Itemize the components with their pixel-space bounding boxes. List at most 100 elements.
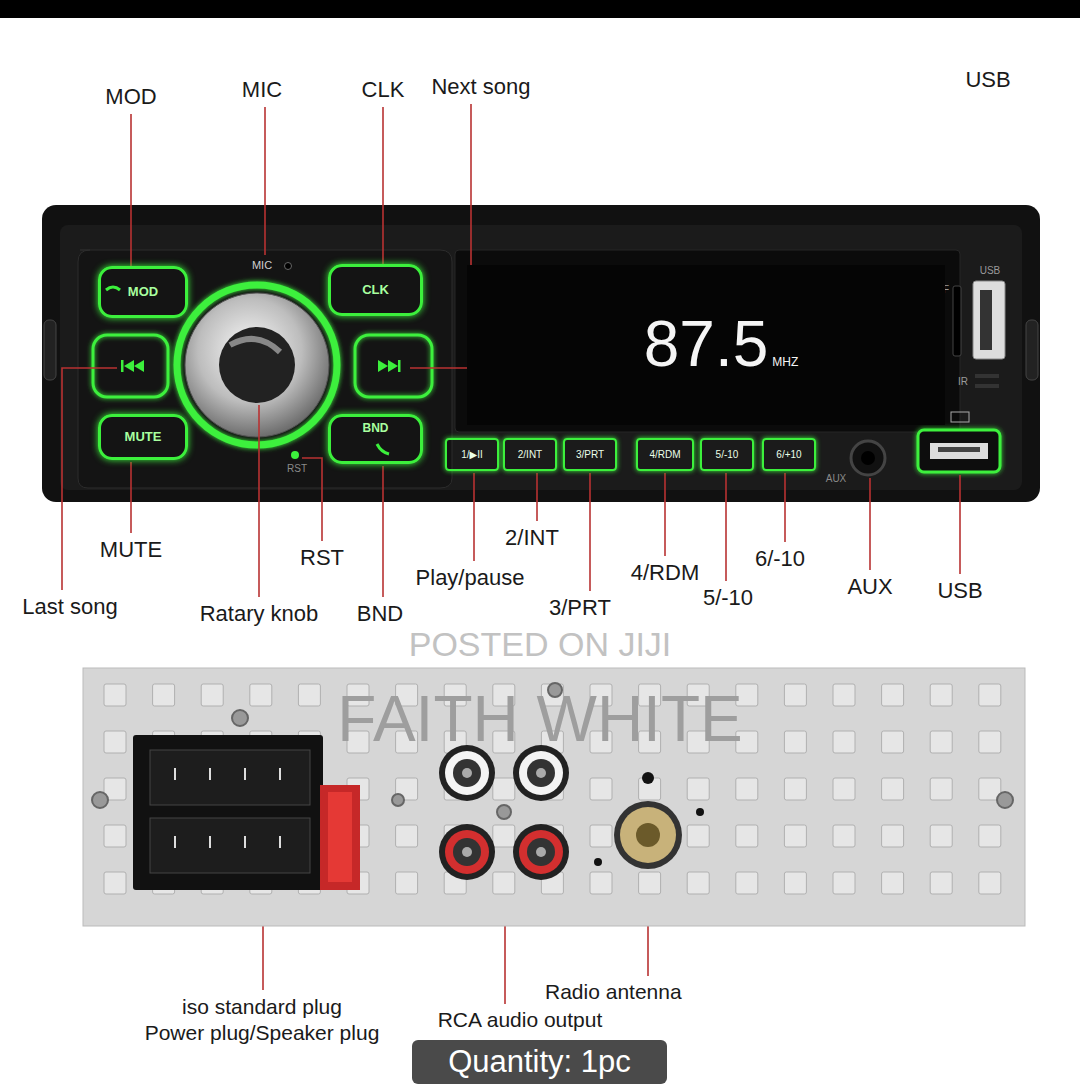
- leader-lines-part: [382, 466, 384, 597]
- vent-grid-part: [784, 825, 806, 847]
- vent-grid-part: [590, 872, 612, 894]
- rca-jacks-part: [453, 759, 481, 787]
- leader-lines-part: [959, 475, 961, 574]
- iso-connector-part: [328, 792, 352, 882]
- front-unit: [42, 205, 1040, 502]
- preset-button: 4/RDM: [636, 438, 694, 471]
- callout-label: Power plug/Speaker plug: [145, 1021, 380, 1045]
- vent-grid-part: [784, 731, 806, 753]
- button-text: 1/▶II: [461, 449, 483, 460]
- usb-charge-inner: [930, 443, 988, 459]
- callout-label: 2/INT: [505, 525, 559, 550]
- prev-button: [93, 335, 168, 397]
- callout-label: iso standard plug: [182, 995, 342, 1019]
- watermark: POSTED ON JIJI: [409, 625, 672, 664]
- button-text: 3/PRT: [576, 449, 604, 460]
- callout-label: USB: [937, 578, 982, 603]
- leader-lines-part: [410, 104, 471, 368]
- vent-grid-part: [687, 825, 709, 847]
- button-text: MUTE: [125, 430, 162, 444]
- vent-grid-part: [153, 684, 175, 706]
- vent-grid-part: [736, 825, 758, 847]
- prev-icon-part: [134, 360, 144, 372]
- vent-grid-part: [590, 778, 612, 800]
- vent-grid-part: [833, 778, 855, 800]
- frequency-display: 87.5MHZ: [467, 265, 945, 425]
- leader-lines-part: [589, 473, 591, 591]
- prev-icon: [121, 360, 144, 372]
- antenna-socket-part: [614, 801, 682, 869]
- reset-dot: [291, 451, 299, 459]
- callout-label: BND: [357, 601, 403, 626]
- vent-grid-part: [784, 778, 806, 800]
- rca-jacks-part: [462, 768, 472, 778]
- control-panel: [78, 250, 452, 488]
- prev-icon-part: [124, 360, 134, 372]
- callout-label: RCA audio output: [438, 1008, 603, 1032]
- next-icon-part: [378, 360, 388, 372]
- vent-grid-part: [930, 825, 952, 847]
- leader-lines-part: [130, 114, 132, 268]
- iso-connector-part: [150, 818, 310, 873]
- callout-label: 6/-10: [755, 546, 805, 571]
- vent-grid-part: [396, 825, 418, 847]
- leader-lines-part: [784, 473, 786, 542]
- mic-hole: [285, 263, 292, 270]
- panel-marking: USB: [980, 265, 1001, 277]
- vent-grid-part: [201, 684, 223, 706]
- callout-label: Next song: [431, 74, 530, 99]
- antenna-socket-part: [620, 807, 676, 863]
- vent-grid-part: [493, 825, 515, 847]
- tf-slot: [953, 286, 961, 356]
- antenna-socket: [594, 772, 704, 869]
- preset-button: 3/PRT: [563, 438, 617, 471]
- knob-center: [219, 327, 295, 403]
- rca-jacks-part: [527, 759, 555, 787]
- vent-grid-part: [784, 872, 806, 894]
- button-text: BND: [363, 422, 389, 435]
- rca-jacks-part: [527, 838, 555, 866]
- vent-grid-part: [250, 684, 272, 706]
- leader-lines-part: [869, 478, 871, 570]
- screws-part: [997, 792, 1013, 808]
- leader-lines-part: [130, 462, 132, 533]
- mute-button: MUTE: [98, 414, 188, 460]
- leader-lines-part: [536, 473, 538, 521]
- back-panel: [83, 668, 1025, 926]
- preset-button: 6/+10: [762, 438, 816, 471]
- callout-label: Ratary knob: [200, 601, 319, 626]
- callout-label: MUTE: [100, 537, 162, 562]
- phone-icon: [106, 287, 120, 290]
- vent-grid-part: [882, 778, 904, 800]
- screws-part: [232, 710, 248, 726]
- antenna-socket-part: [642, 772, 654, 784]
- ir-window: [975, 384, 999, 388]
- vent-grid-part: [882, 872, 904, 894]
- panel-marking: IR: [958, 376, 968, 388]
- vent-grid-part: [833, 684, 855, 706]
- rca-jacks-part: [519, 751, 563, 795]
- button-text: 4/RDM: [649, 449, 680, 460]
- vent-grid-part: [882, 825, 904, 847]
- rca-jacks-part: [462, 847, 472, 857]
- callout-label: MOD: [105, 84, 156, 109]
- screws-part: [392, 794, 404, 806]
- usb-charge-port: [918, 430, 1000, 472]
- iso-connector-part-part: [175, 768, 280, 780]
- vent-grid-part: [298, 684, 320, 706]
- vent-grid-part: [833, 731, 855, 753]
- rca-jacks-part: [439, 824, 495, 880]
- clock-button: CLK: [328, 264, 423, 316]
- watermark: FAITH WHITE: [337, 683, 742, 757]
- iso-connector-part: [175, 768, 280, 848]
- leader-lines-part: [725, 473, 727, 581]
- vent-grid-part: [833, 825, 855, 847]
- vent-grid-part: [979, 872, 1001, 894]
- callout-label: 5/-10: [703, 585, 753, 610]
- knob-ring: [177, 285, 337, 445]
- leader-lines-part: [664, 473, 666, 556]
- vent-grid-part: [687, 872, 709, 894]
- rca-jacks-part: [513, 824, 569, 880]
- callout-label: 4/RDM: [631, 560, 699, 585]
